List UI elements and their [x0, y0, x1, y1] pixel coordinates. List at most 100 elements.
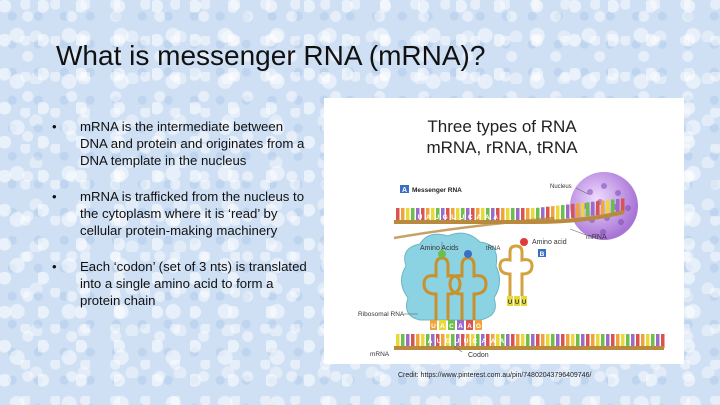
bullet-glyph: •: [52, 189, 57, 204]
mrna-base: [471, 334, 475, 348]
mrna-base: [421, 208, 425, 222]
mrna-base: [591, 334, 595, 348]
mrna-base: [651, 334, 655, 348]
mrna-base: [481, 208, 485, 222]
panel-b-badge: [538, 249, 546, 257]
mrna-base: [501, 334, 505, 348]
mrna-base: [646, 334, 650, 348]
top-strand-letter: C: [468, 214, 473, 221]
bottom-strand-letter: U: [464, 338, 469, 345]
bullet-item: • mRNA is the intermediate between DNA a…: [48, 118, 308, 169]
bottom-strand-letter: A: [482, 338, 487, 345]
mrna-base: [621, 198, 625, 213]
free-trna: [498, 244, 534, 296]
mrna-base: [571, 334, 575, 348]
mrna-base: [466, 334, 470, 348]
mrna-base: [531, 208, 535, 222]
bullet-item: • mRNA is trafficked from the nucleus to…: [48, 188, 308, 239]
mrna-base: [511, 208, 515, 222]
bullet-text: Each ‘codon’ (set of 3 nts) is translate…: [80, 259, 307, 308]
mrna-base: [581, 334, 585, 348]
top-strand-letter: A: [476, 214, 481, 221]
mrna-base: [586, 334, 590, 348]
mrna-base: [521, 208, 525, 222]
mrna-base: [536, 334, 540, 348]
mrna-base: [431, 208, 435, 222]
mrna-base: [486, 334, 490, 348]
mrna-base: [491, 334, 495, 348]
bottom-strand-letter: U: [437, 338, 442, 345]
mrna-base: [501, 208, 505, 222]
mrna-base: [456, 334, 460, 348]
site-codon-letter: A: [467, 323, 472, 330]
mrna-base: [411, 208, 415, 222]
amino-acid-bead-2: [464, 250, 472, 258]
mrna-base: [396, 334, 400, 348]
mrna-base: [591, 201, 595, 216]
mrna-base: [566, 334, 570, 348]
mrna-base: [546, 334, 550, 348]
mrna-base: [616, 334, 620, 348]
mrna-base: [526, 208, 530, 222]
mrna-base: [636, 334, 640, 348]
mrna-base: [411, 334, 415, 348]
top-strand-letter: A: [426, 214, 431, 221]
top-strand-letter: A: [485, 214, 490, 221]
nucleus-label: Nucleus: [550, 184, 572, 190]
mrna-base: [426, 334, 430, 348]
panel-a-badge: [400, 185, 409, 193]
bottom-strand-letter: A: [491, 338, 496, 345]
rna-diagram: Three types of RNA mRNA, rRNA, tRNA A Me…: [324, 98, 684, 364]
site-codon-base: [439, 320, 446, 330]
mrna-base: [561, 205, 565, 220]
bottom-strand-letter: C: [473, 338, 478, 345]
mrna-base: [526, 334, 530, 348]
bullet-glyph: •: [52, 119, 57, 134]
amino-acid-bead-1: [438, 250, 446, 258]
bottom-strand-letter: G: [445, 338, 450, 345]
top-strand-letter: U: [451, 214, 456, 221]
mrna-base: [461, 334, 465, 348]
bottom-strand-letter: U: [455, 338, 460, 345]
mrna-label-top: mRNA: [586, 234, 607, 241]
mrna-base: [481, 334, 485, 348]
top-strand-letter: U: [418, 214, 423, 221]
site-codon-base: [430, 320, 437, 330]
anticodon-base: [507, 296, 513, 306]
mrna-base: [521, 334, 525, 348]
mrna-base: [491, 208, 495, 222]
mrna-base: [426, 208, 430, 222]
mrna-base: [661, 334, 665, 348]
bottom-strand-bases: [396, 334, 665, 348]
figure-title-line2: mRNA, rRNA, tRNA: [426, 138, 578, 157]
slide-title: What is messenger RNA (mRNA)?: [56, 40, 486, 71]
rna-diagram-svg: Three types of RNA mRNA, rRNA, tRNA A Me…: [358, 117, 665, 359]
mrna-base: [631, 334, 635, 348]
mrna-base: [451, 208, 455, 222]
mrna-base: [436, 334, 440, 348]
site-codon-base: [466, 320, 473, 330]
mrna-base: [451, 334, 455, 348]
mrna-label-bottom: mRNA: [370, 351, 390, 358]
mrna-base: [541, 334, 545, 348]
mrna-base: [516, 208, 520, 222]
mrna-base: [581, 202, 585, 217]
site-codon-letter: C: [449, 323, 454, 330]
bullet-text: mRNA is the intermediate between DNA and…: [80, 119, 305, 168]
mrna-base: [621, 334, 625, 348]
mrna-base: [531, 334, 535, 348]
mrna-base: [441, 334, 445, 348]
panel-a-label: Messenger RNA: [412, 187, 462, 194]
bullet-glyph: •: [52, 259, 57, 274]
codon-label: Codon: [468, 352, 489, 359]
mrna-base: [471, 208, 475, 222]
top-strand-bases: [396, 198, 625, 222]
figure-title-line1: Three types of RNA: [427, 117, 577, 136]
mrna-base: [596, 201, 600, 216]
top-mrna-backbone: [394, 210, 625, 224]
mrna-base: [516, 334, 520, 348]
mrna-base: [561, 334, 565, 348]
mrna-base: [511, 334, 515, 348]
